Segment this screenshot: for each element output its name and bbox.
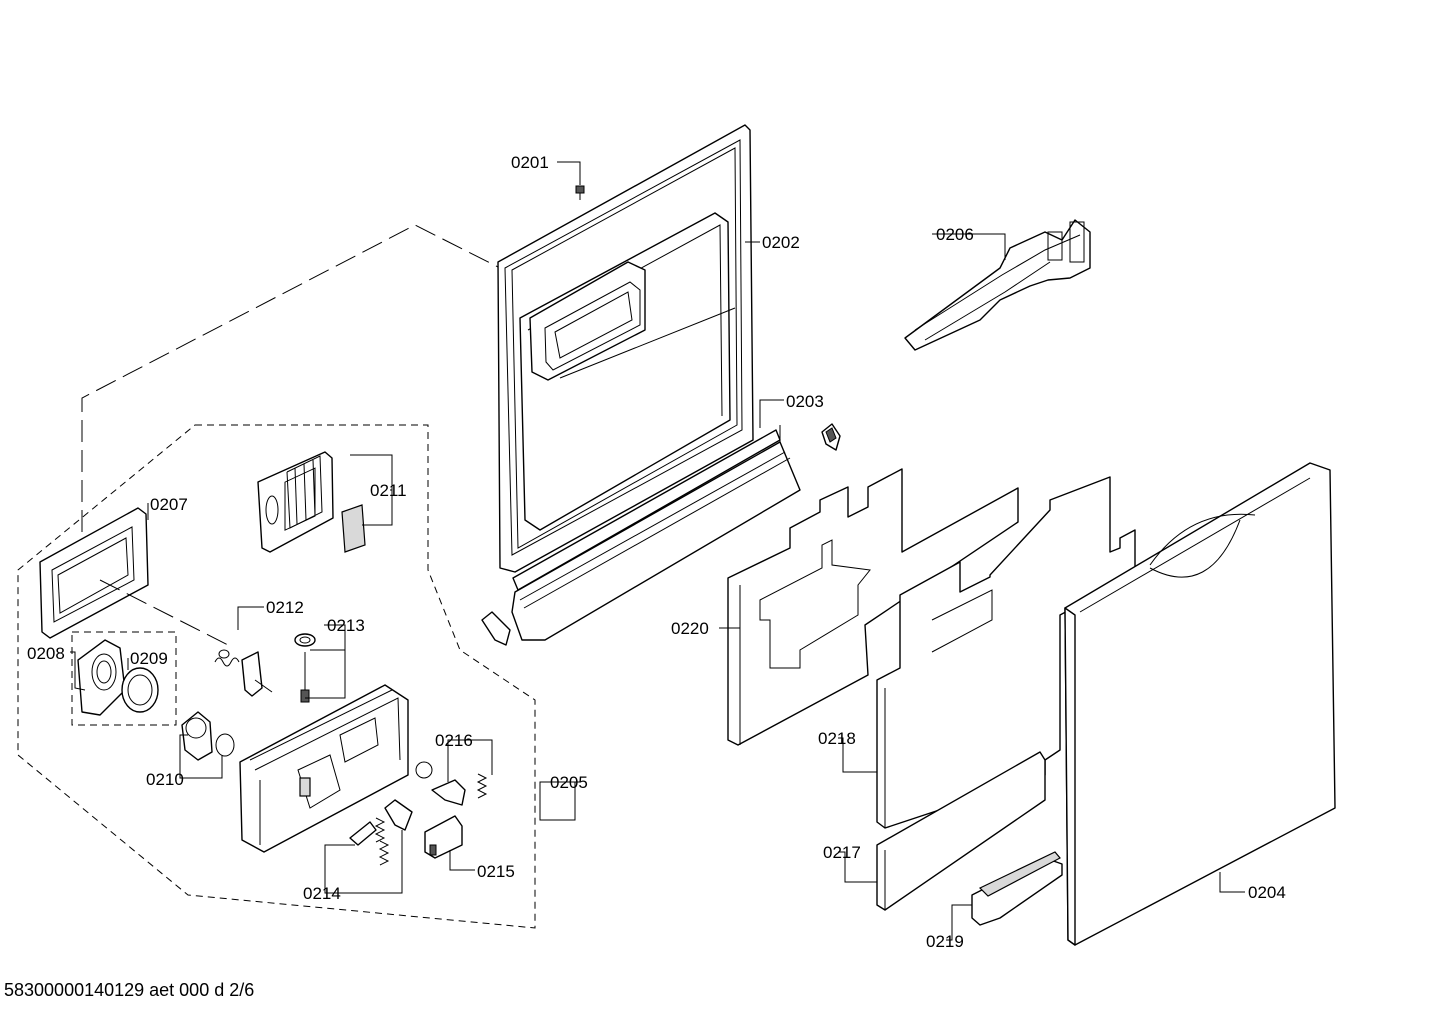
callout-0208: 0208 xyxy=(27,644,65,663)
leader-lines xyxy=(70,161,1245,941)
part-0212-spring xyxy=(214,649,273,697)
callout-0212: 0212 xyxy=(266,598,304,617)
callout-0209: 0209 xyxy=(130,649,168,668)
part-0217-panel xyxy=(876,751,1046,911)
part-0215-switch xyxy=(424,815,463,859)
callout-labels: 0201 0202 0203 0204 0205 0206 0207 0208 … xyxy=(27,153,1286,951)
group-outline-0205 xyxy=(17,424,536,929)
callout-0213: 0213 xyxy=(327,616,365,635)
part-0203-clip xyxy=(821,423,841,451)
part-0220-insulation xyxy=(727,468,1019,746)
leader-0207-dash xyxy=(99,579,229,646)
callout-0207: 0207 xyxy=(150,495,188,514)
callout-0216: 0216 xyxy=(435,731,473,750)
callout-0210: 0210 xyxy=(146,770,184,789)
callout-0211: 0211 xyxy=(370,481,407,500)
callout-0204: 0204 xyxy=(1248,883,1286,902)
callout-0220: 0220 xyxy=(671,619,709,638)
part-0201-screw xyxy=(575,185,585,200)
group-outline-0207 xyxy=(81,224,501,532)
callout-0219: 0219 xyxy=(926,932,964,951)
callout-0218: 0218 xyxy=(818,729,856,748)
part-0208-housing xyxy=(77,639,126,716)
part-0214-lever xyxy=(349,799,413,866)
part-0213-plunger xyxy=(294,633,316,703)
part-0204-outer-door xyxy=(1064,462,1336,946)
part-0211-seal xyxy=(341,504,366,553)
part-0209-ring xyxy=(121,667,159,713)
part-0205-dispenser xyxy=(239,684,409,853)
part-0206-hinge xyxy=(904,219,1091,351)
part-0219-handle xyxy=(971,851,1063,926)
part-0216-lever xyxy=(415,761,488,806)
group-outline-0208-0209 xyxy=(71,631,177,726)
callout-0205: 0205 xyxy=(550,773,588,792)
callout-0201: 0201 xyxy=(511,153,549,172)
callout-0202: 0202 xyxy=(762,233,800,252)
callout-0215: 0215 xyxy=(477,862,515,881)
callout-0217: 0217 xyxy=(823,843,861,862)
diagram-reference-code: 58300000140129 aet 000 d 2/6 xyxy=(4,980,255,1000)
callout-0206: 0206 xyxy=(936,225,974,244)
part-0210-valve xyxy=(181,711,235,761)
callout-0203: 0203 xyxy=(786,392,824,411)
part-0211-filter xyxy=(257,451,334,553)
part-0203-bottom-strip xyxy=(481,429,801,646)
part-0202-inner-door xyxy=(497,124,754,573)
callout-0214: 0214 xyxy=(303,884,341,903)
part-0207-frame xyxy=(39,507,149,639)
